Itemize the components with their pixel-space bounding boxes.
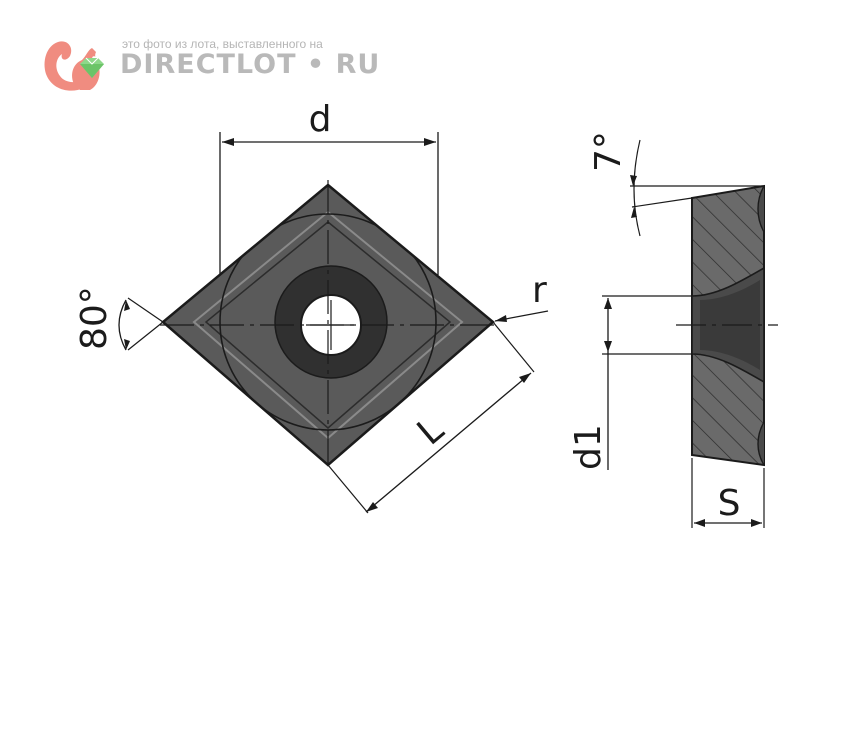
dimension-r: r: [494, 270, 549, 322]
watermark-caption: это фото из лота, выставленного на: [122, 37, 323, 51]
dimension-d1: d1: [568, 295, 692, 470]
insert-side-view: [676, 184, 778, 467]
dimension-d: d: [219, 99, 439, 275]
label-S: S: [718, 483, 741, 524]
label-L: L: [410, 409, 452, 453]
label-angle-80: 80°: [74, 286, 115, 350]
label-d: d: [309, 99, 332, 140]
label-r: r: [532, 270, 547, 311]
dimension-S: S: [691, 458, 765, 528]
label-angle-7: 7°: [588, 131, 629, 172]
dimension-angle-7: 7°: [588, 131, 764, 237]
label-d1: d1: [568, 424, 609, 470]
squirrel-gem-icon: [44, 41, 104, 91]
watermark-brand: DIRECTLOT • RU: [120, 49, 381, 80]
watermark: это фото из лота, выставленного на DIREC…: [40, 34, 379, 96]
insert-front-view: [160, 180, 500, 470]
dimension-angle-80: 80°: [74, 286, 164, 351]
